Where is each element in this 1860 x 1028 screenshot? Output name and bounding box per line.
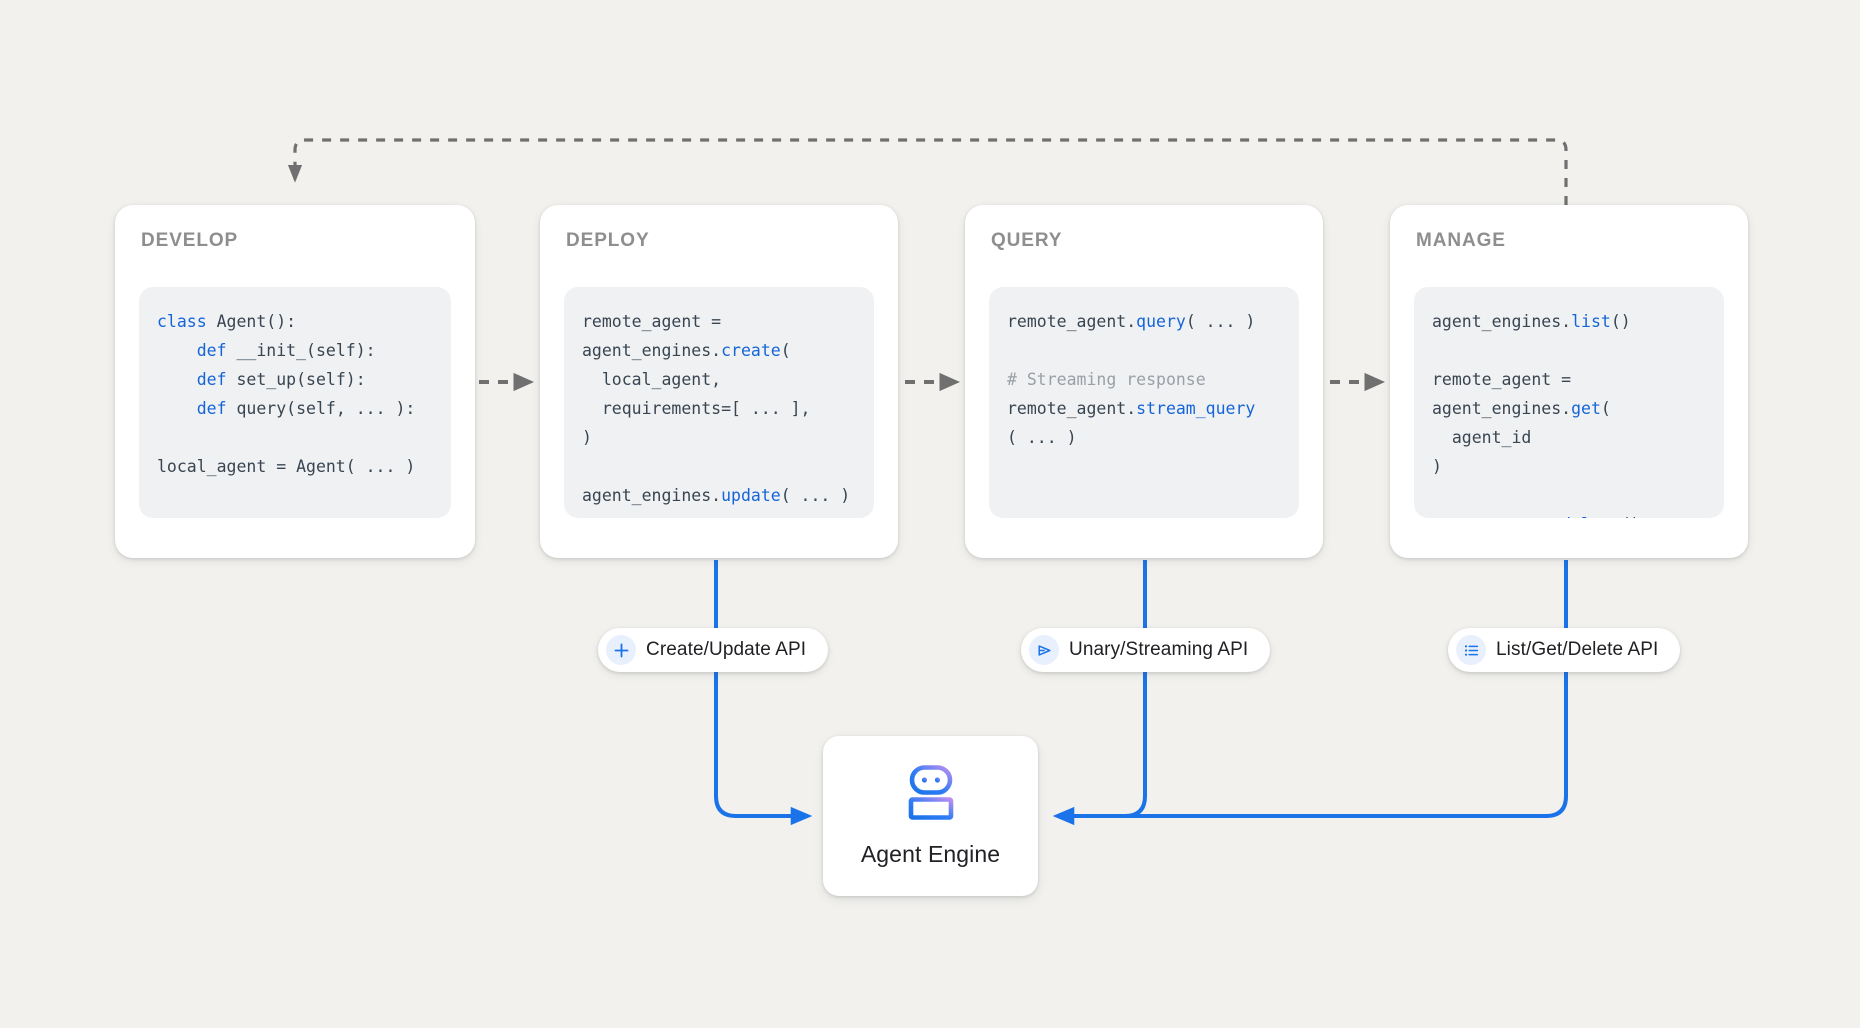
agent-engine-label: Agent Engine — [860, 841, 1001, 867]
code-block-develop: class Agent(): def __init_(self): def se… — [139, 286, 451, 518]
stage-card-query[interactable]: QUERY remote_agent.query( ... ) # Stream… — [965, 205, 1323, 558]
stage-title-develop: DEVELOP — [141, 230, 239, 251]
code-block-deploy: remote_agent = agent_engines.create( loc… — [564, 286, 874, 518]
stage-card-develop[interactable]: DEVELOP class Agent(): def __init_(self)… — [115, 205, 475, 558]
robot-icon — [900, 764, 962, 827]
stage-title-deploy: DEPLOY — [566, 230, 650, 251]
api-pill-create-update[interactable]: Create/Update API — [598, 628, 829, 672]
plus-icon — [606, 635, 636, 665]
flow-line-deploy-to-engine — [714, 560, 813, 826]
api-pill-label: Unary/Streaming API — [1069, 639, 1249, 660]
code-block-query: remote_agent.query( ... ) # Streaming re… — [989, 286, 1299, 518]
agent-engine-node[interactable]: Agent Engine — [823, 736, 1038, 896]
stage-card-deploy[interactable]: DEPLOY remote_agent = agent_engines.crea… — [540, 205, 898, 558]
feedback-loop-arrow — [287, 138, 1568, 205]
stage-title-manage: MANAGE — [1416, 230, 1506, 251]
api-pill-unary-streaming[interactable]: Unary/Streaming API — [1021, 628, 1271, 672]
list-icon — [1456, 635, 1486, 665]
api-pill-list-get-delete[interactable]: List/Get/Delete API — [1448, 628, 1681, 672]
code-block-manage: agent_engines.list() remote_agent = agen… — [1414, 286, 1724, 518]
stage-title-query: QUERY — [991, 230, 1063, 251]
api-pill-label: Create/Update API — [646, 639, 807, 660]
api-pill-label: List/Get/Delete API — [1496, 639, 1659, 660]
flow-line-query-to-engine — [1052, 560, 1147, 826]
send-icon — [1029, 635, 1059, 665]
stage-card-manage[interactable]: MANAGE agent_engines.list() remote_agent… — [1390, 205, 1748, 558]
flow-line-manage-to-engine — [1060, 560, 1568, 818]
